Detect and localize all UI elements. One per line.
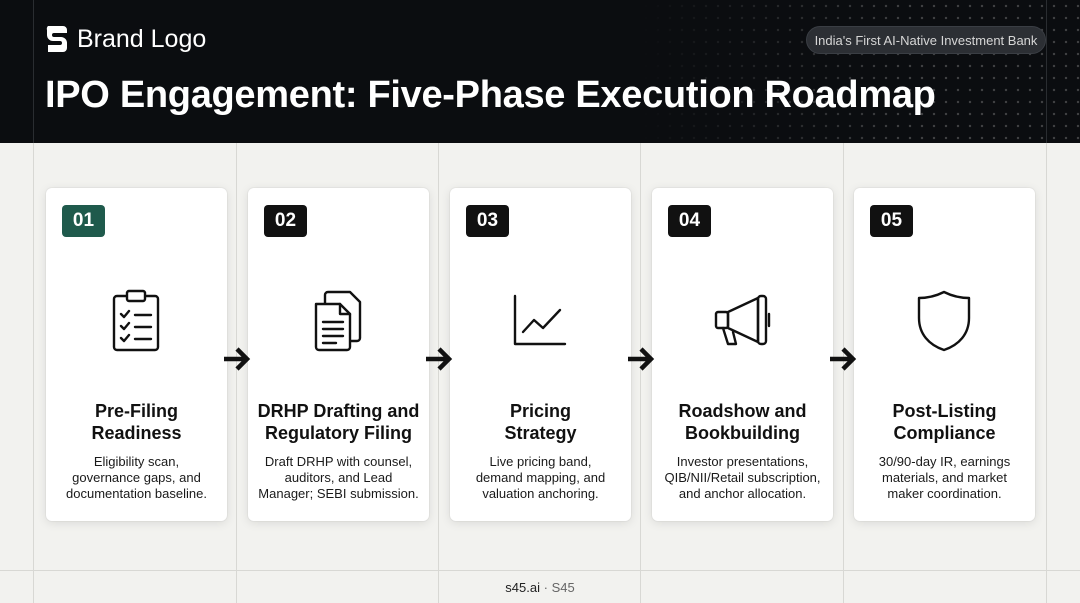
footer-separator: · <box>543 580 548 595</box>
arrow-right-icon <box>426 347 453 371</box>
phase-number: 04 <box>668 205 711 237</box>
grid-line <box>236 0 237 603</box>
megaphone-icon <box>712 288 772 354</box>
grid-line <box>0 570 1080 571</box>
documents-icon <box>308 288 368 354</box>
grid-line <box>33 0 34 603</box>
brand-name: Brand Logo <box>77 24 207 53</box>
phase-number: 02 <box>264 205 307 237</box>
footer-site[interactable]: s45.ai <box>505 580 540 595</box>
grid-line <box>640 0 641 603</box>
page-title: IPO Engagement: Five-Phase Execution Roa… <box>45 74 936 116</box>
phase-number: 05 <box>870 205 913 237</box>
tagline-badge: India's First AI-Native Investment Bank <box>806 26 1046 54</box>
arrow-right-icon <box>224 347 251 371</box>
phase-description: Draft DRHP with counsel,auditors, and Le… <box>258 454 419 501</box>
line-chart-icon <box>510 288 570 354</box>
grid-line <box>843 0 844 603</box>
phase-number: 01 <box>62 205 105 237</box>
brand-mark-icon <box>46 26 67 52</box>
footer-code: S45 <box>551 580 575 595</box>
footer: s45.ai · S45 <box>0 580 1080 595</box>
phase-number: 03 <box>466 205 509 237</box>
arrow-right-icon <box>628 347 655 371</box>
clipboard-checklist-icon <box>106 288 166 354</box>
brand-logo[interactable]: Brand Logo <box>45 24 206 54</box>
arrow-right-icon <box>830 347 857 371</box>
shield-icon <box>914 288 974 354</box>
grid-line <box>1046 0 1047 603</box>
grid-line <box>438 0 439 603</box>
header: Brand Logo India's First AI-Native Inves… <box>0 0 1080 143</box>
phase-description: Investor presentations,QIB/NII/Retail su… <box>664 454 821 501</box>
